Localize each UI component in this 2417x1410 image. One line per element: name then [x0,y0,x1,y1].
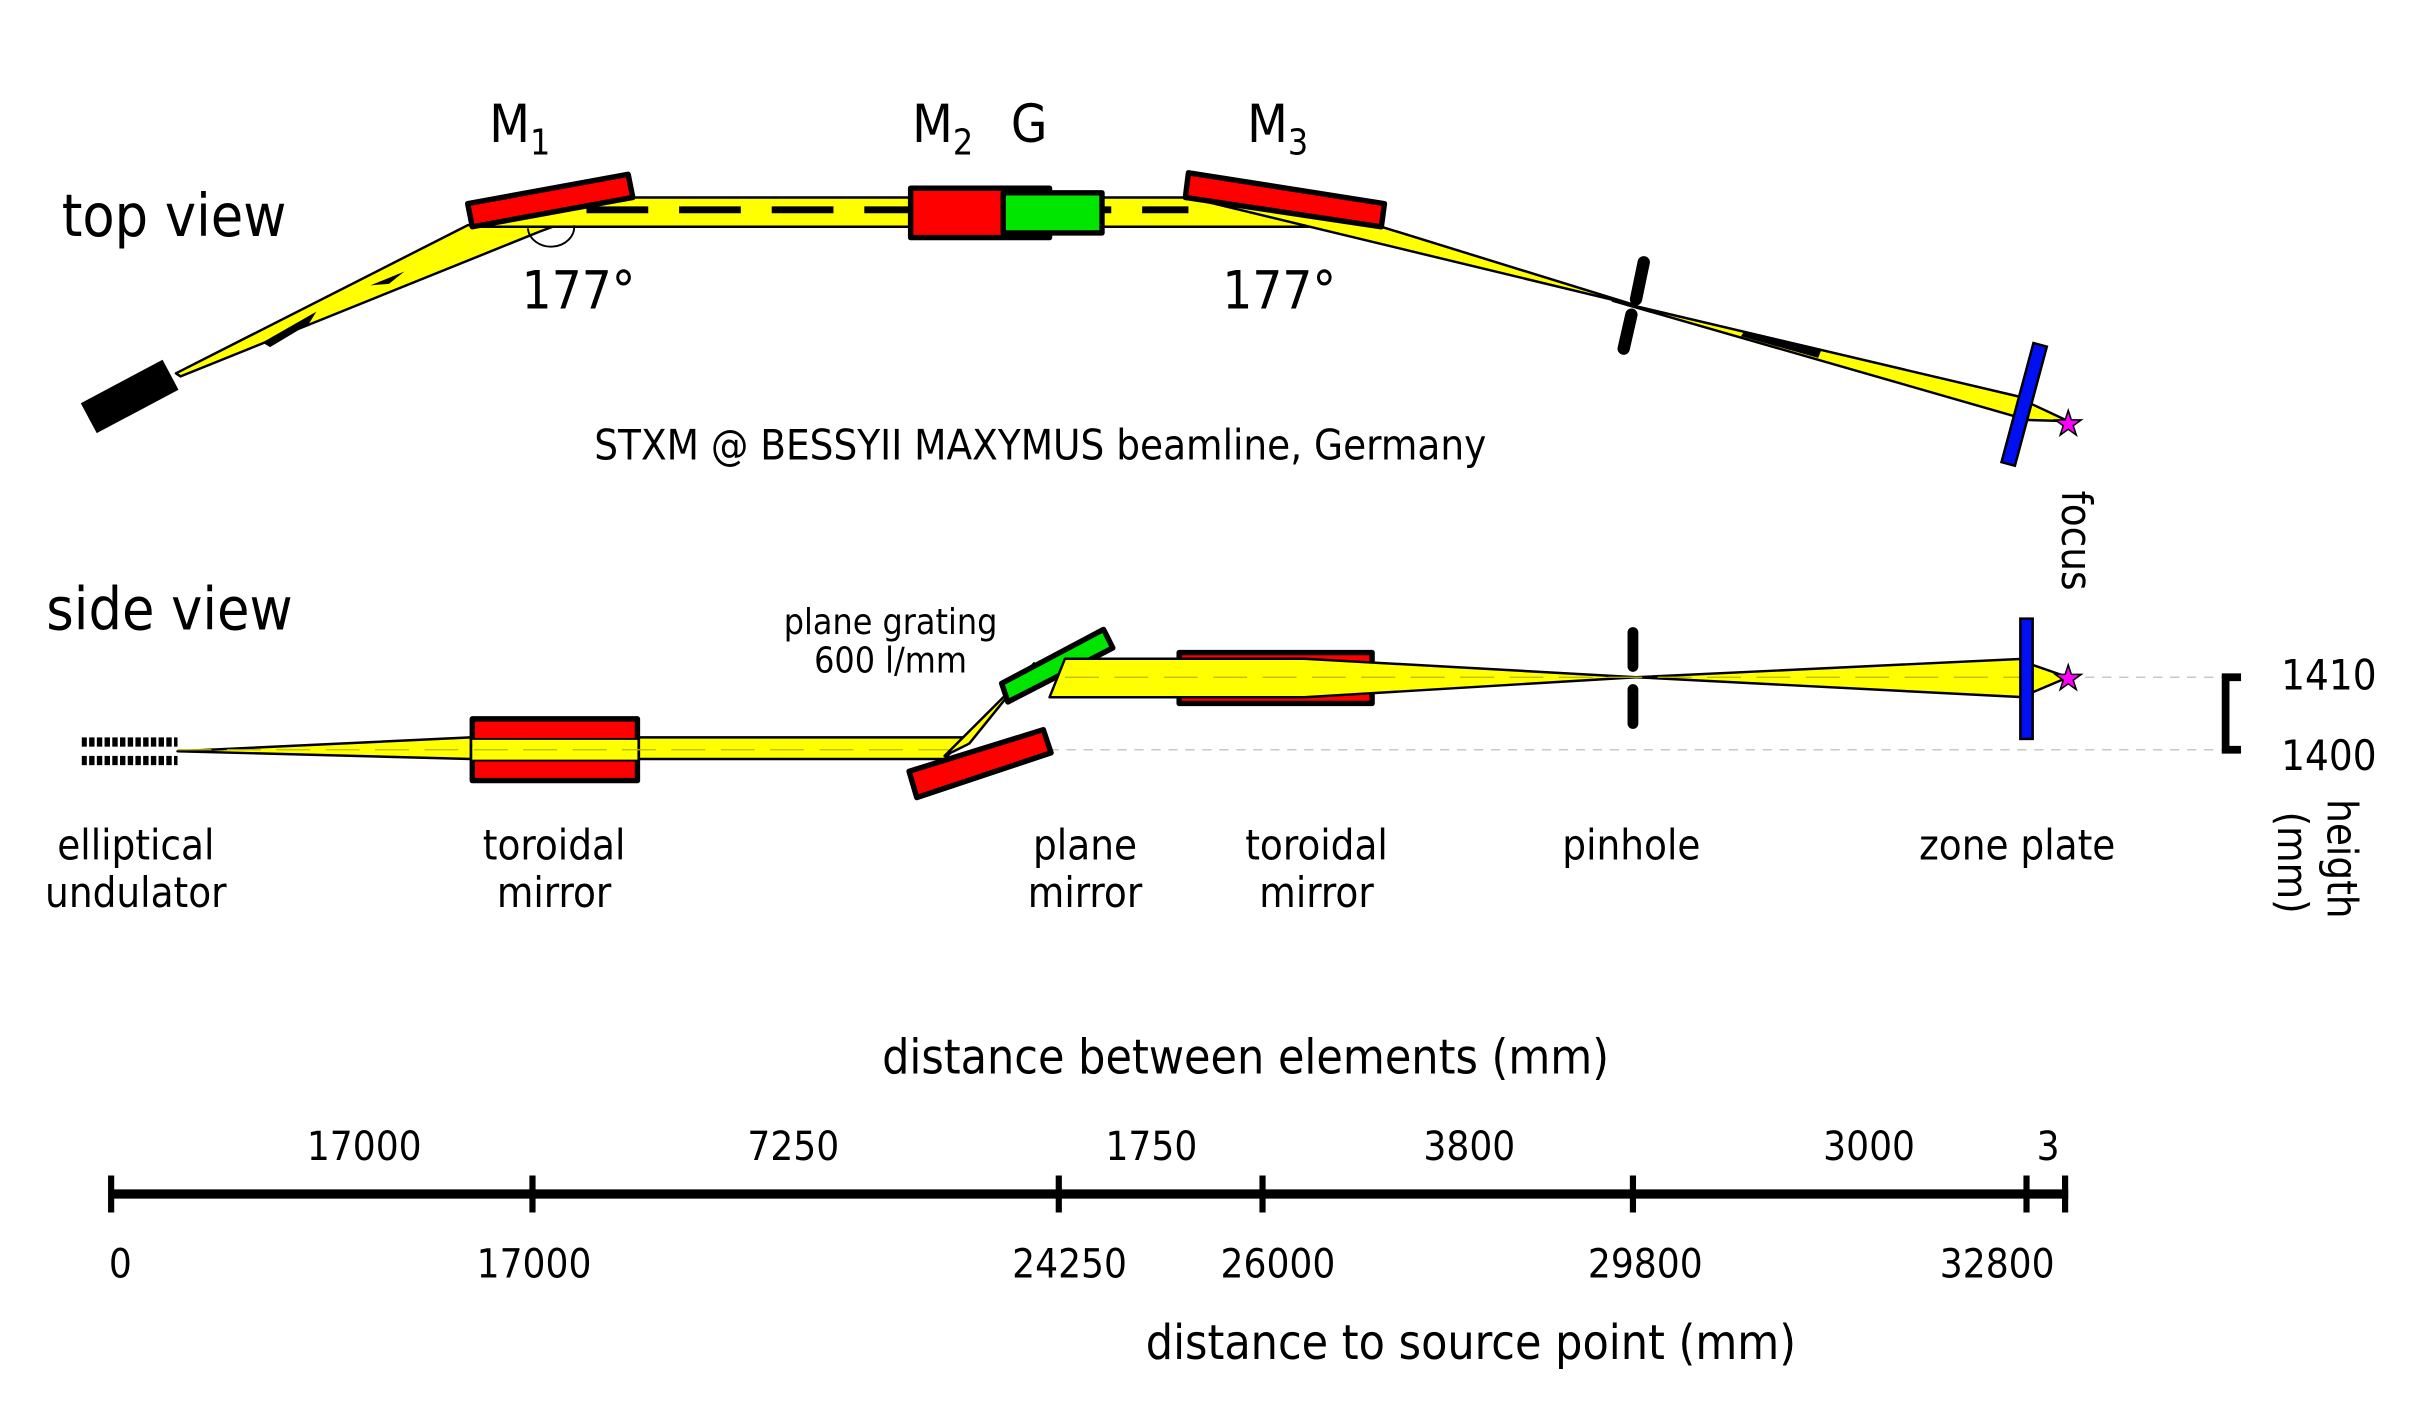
scale-ticks [108,1175,2069,1213]
tick-label-0: 0 [109,1241,132,1287]
tick-label-5: 32800 [1940,1241,2055,1287]
segment-label-3: 1750 [1105,1124,1197,1170]
plane-grating-side [998,626,1116,705]
element-label-toroidal2-2: mirror [1259,868,1374,917]
side-beam-grating-pinhole [1048,657,1638,699]
grating-g-top [1000,190,1105,236]
source-distance-title: distance to source point (mm) [1146,1316,1796,1371]
label-g: G [1011,94,1048,155]
element-label-undulator-2: undulator [45,868,227,917]
height-label-line2: (mm) [2268,811,2317,913]
element-label-plane-mirror-2: mirror [1028,868,1143,917]
element-label-toroidal2-1: toroidal [1245,820,1388,869]
pinhole-top-lower [1617,308,1638,355]
height-upper-value: 1410 [2281,651,2376,700]
focus-star-side-icon: ★ [2053,661,2083,698]
element-label-zone-plate: zone plate [1919,820,2115,869]
element-label-pinhole: pinhole [1562,820,1700,869]
mirror-m3-top [1182,170,1388,230]
segment-label-2: 7250 [747,1124,839,1170]
label-m2: M2 [912,94,973,163]
segment-label-1: 17000 [307,1124,422,1170]
height-label-line1: heigth [2317,799,2366,918]
grating-label-line1: plane grating [784,602,998,643]
top-beam-shadow-3 [1740,331,1822,358]
angle-m1: 177° [522,261,636,322]
zone-plate-top [1999,341,2049,468]
distance-scale: distance between elements (mm) 17000 725… [108,1031,2069,1371]
side-beam-pinhole-zp [1634,657,2027,699]
plane-mirror-side [906,726,1054,801]
height-lower-value: 1400 [2281,731,2376,780]
pinhole-top-upper [1629,256,1650,306]
zone-plate-side [2019,617,2034,741]
segment-label-5: 3000 [1823,1124,1915,1170]
top-view-heading: top view [62,182,287,250]
element-label-undulator-1: elliptical [57,820,214,869]
segment-label-4: 3800 [1423,1124,1515,1170]
element-label-toroidal1-1: toroidal [483,820,626,869]
label-m1: M1 [489,94,550,163]
side-view: side view [45,575,2376,918]
diagram-title: STXM @ BESSYII MAXYMUS beamline, Germany [594,421,1486,470]
top-view: top view M1 177° M2 G M3 177° [62,94,2101,591]
source-block [80,359,179,434]
between-elements-title: distance between elements (mm) [882,1031,1609,1086]
undulator-icon [81,734,178,769]
angle-arc-m1 [526,225,576,248]
grating-label-line2: 600 l/mm [814,641,967,682]
label-m3: M3 [1247,94,1308,163]
height-bracket [2221,673,2242,754]
element-label-toroidal1-2: mirror [497,868,612,917]
tick-label-4: 29800 [1588,1241,1703,1287]
top-beam-shadow-1 [262,311,317,348]
tick-label-3: 26000 [1221,1241,1336,1287]
tick-label-1: 17000 [477,1241,592,1287]
element-label-plane-mirror-1: plane [1033,820,1137,869]
angle-m3: 177° [1222,261,1336,322]
segment-label-6: 3 [2037,1124,2060,1170]
mirror-m1-top [464,171,636,230]
tick-label-2: 24250 [1012,1241,1127,1287]
focus-label: focus [2052,491,2101,591]
top-beam-pinhole-zp [1611,299,2027,418]
side-view-heading: side view [46,575,292,643]
focus-star-top-icon: ★ [2053,406,2083,443]
